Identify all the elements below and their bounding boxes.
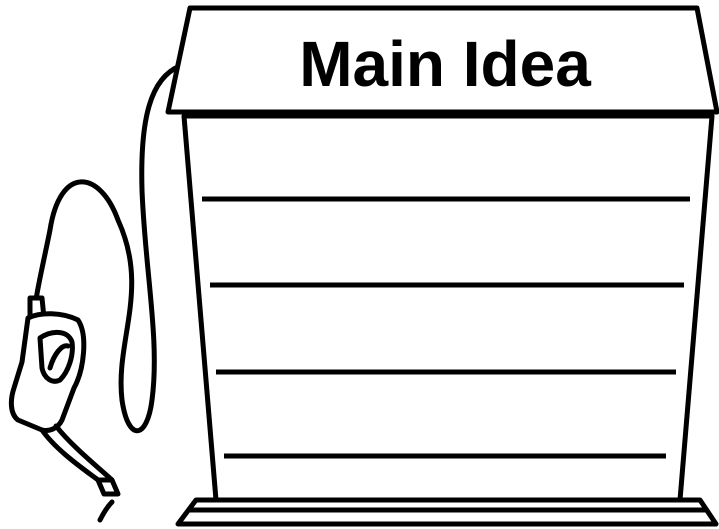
worksheet-title: Main Idea [299,28,591,100]
pump-body [184,116,712,500]
fuel-nozzle-icon [11,298,118,520]
